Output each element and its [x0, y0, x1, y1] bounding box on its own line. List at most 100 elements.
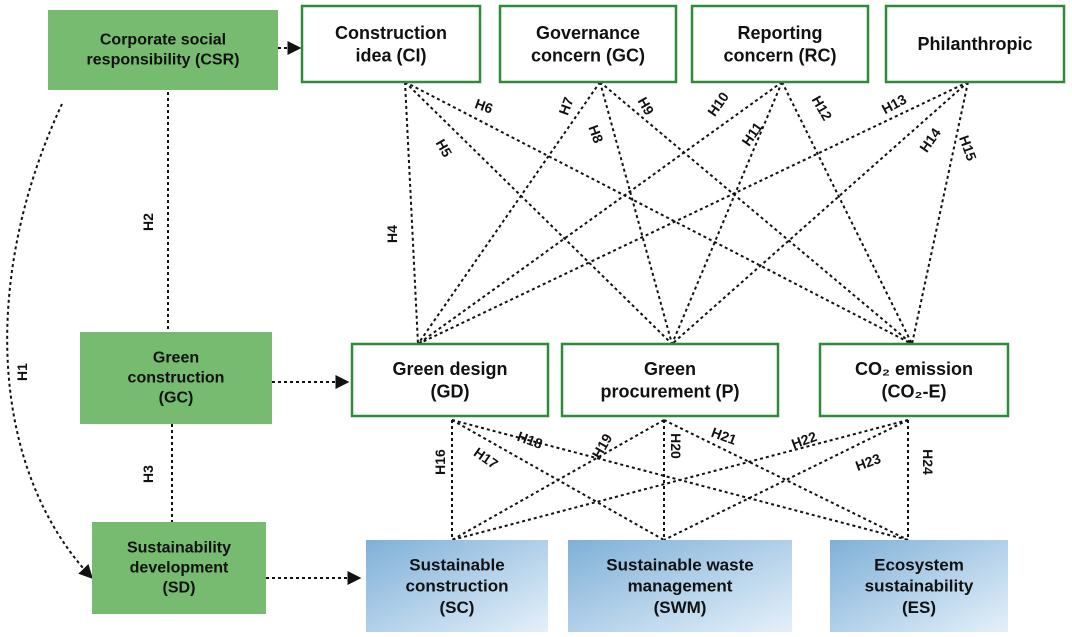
green-design-box-label-line: (GD) — [431, 381, 470, 401]
hypothesis-label-h19: H19 — [589, 431, 616, 461]
green-procurement-box-frame — [560, 342, 780, 418]
sustainable-waste-management-box-label-line: (SWM) — [654, 598, 707, 617]
hypothesis-label-h6: H6 — [473, 95, 495, 116]
ecosystem-sustainability-box: Ecosystem sustainability (ES) — [830, 540, 1008, 632]
co2-emission-box-frame — [818, 342, 1010, 418]
hypothesis-label-h2: H2 — [140, 213, 156, 231]
hypothesis-path-co2-swm — [663, 419, 909, 541]
hypothesis-label-h9: H9 — [635, 94, 658, 118]
sustainable-construction-box-label-line: (SC) — [440, 598, 475, 617]
hypothesis-label-h15: H15 — [956, 133, 980, 163]
hypothesis-label-h8: H8 — [585, 123, 606, 145]
green-construction-box-label-line: Green — [153, 350, 199, 367]
hypothesis-path-csr-sd — [6, 103, 93, 580]
sustainability-development-box-label-line: development — [130, 560, 229, 577]
hypothesis-path-rc-gd — [417, 81, 783, 345]
hypothesis-label-h16: H16 — [432, 449, 448, 475]
hypothesis-label-h23: H23 — [853, 450, 883, 474]
construction-idea-box-label-line: Construction — [335, 23, 447, 43]
sustainability-development-box-label-line: (SD) — [163, 580, 196, 597]
hypothesis-label-h10: H10 — [704, 89, 732, 119]
philanthropic-box-label-line: Philanthropic — [917, 34, 1032, 54]
hypothesis-label-h7: H7 — [555, 95, 576, 117]
hypothesis-label-h18: H18 — [515, 428, 545, 452]
hypothesis-path-ci-p — [404, 81, 673, 345]
hypothesis-path-rc-p — [671, 81, 783, 345]
sustainable-construction-box-label-line: Sustainable — [409, 555, 504, 574]
hypothesis-path-ci-co2 — [404, 81, 913, 345]
hypothesis-label-h1: H1 — [14, 363, 30, 381]
ecosystem-sustainability-box-label-line: Ecosystem — [874, 555, 964, 574]
construct-boxes: Corporate social responsibility (CSR) Gree… — [48, 4, 1066, 632]
sustainable-construction-box-label-line: construction — [406, 577, 509, 596]
hypothesis-path-p-es — [663, 419, 909, 541]
hypothesis-label-h20: H20 — [668, 433, 684, 459]
hypothesis-path-rc-co2 — [781, 81, 913, 345]
sustainable-waste-management-box: Sustainable waste management (SWM) — [568, 540, 792, 632]
hypothesis-label-h3: H3 — [140, 465, 156, 483]
reporting-concern-box-label-line: Reporting — [738, 23, 823, 43]
sustainability-development-box: Sustainability development (SD) — [92, 522, 266, 614]
hypothesis-path-co2-sc — [451, 419, 909, 541]
hypothesis-label-h13: H13 — [879, 91, 909, 117]
hypothesis-path-ph-p — [671, 81, 969, 345]
hypothesis-label-h4: H4 — [384, 225, 400, 243]
reporting-concern-box-frame — [690, 4, 870, 84]
hypothesis-path-gov-gd — [417, 81, 601, 345]
hypothesis-label-h12: H12 — [809, 93, 836, 123]
co2-emission-box: CO₂ emission(CO₂-E) — [818, 342, 1010, 418]
sustainability-development-box-frame — [92, 522, 266, 614]
green-procurement-box-label-line: procurement (P) — [600, 381, 739, 401]
csr-box-label-line: responsibility (CSR) — [87, 52, 240, 69]
csr-box-frame — [48, 10, 278, 90]
csr-box-label-line: Corporate social — [100, 32, 226, 49]
hypothesis-label-h17: H17 — [471, 444, 501, 472]
hypothesis-label-h11: H11 — [738, 119, 766, 149]
sustainable-waste-management-box-frame — [568, 540, 792, 632]
reporting-concern-box-label-line: concern (RC) — [723, 45, 836, 65]
green-construction-box: Green construction (GC) — [80, 332, 272, 424]
governance-concern-box-label-line: concern (GC) — [531, 45, 645, 65]
green-construction-box-label-line: construction — [128, 370, 225, 387]
hypothesis-path-p-sc — [451, 419, 665, 541]
hypothesis-path-ci-gd — [404, 81, 419, 345]
green-design-box: Green design(GD) — [350, 342, 550, 418]
sustainable-construction-box-frame — [366, 540, 548, 632]
csr-box: Corporate social responsibility (CSR) — [48, 10, 278, 90]
sustainable-waste-management-box-label-line: Sustainable waste — [606, 555, 753, 574]
construction-idea-box-label-line: idea (CI) — [355, 45, 426, 65]
green-construction-box-frame — [80, 332, 272, 424]
hypothesis-paths — [6, 81, 969, 580]
co2-emission-box-label-line: CO₂ emission — [855, 359, 973, 379]
hypothesis-label-h5: H5 — [433, 136, 456, 160]
sustainability-development-box-label-line: Sustainability — [127, 540, 231, 557]
hypothesis-path-gov-co2 — [599, 81, 913, 345]
governance-concern-box-frame — [498, 4, 678, 84]
hypothesis-label-h14: H14 — [916, 125, 944, 155]
green-construction-box-label-line: (GC) — [159, 390, 194, 407]
sustainable-construction-box: Sustainable construction (SC) — [366, 540, 548, 632]
green-procurement-box-label-line: Green — [644, 359, 696, 379]
philanthropic-box-frame — [884, 4, 1066, 84]
hypothesis-path-ph-gd — [417, 81, 969, 345]
sustainable-waste-management-box-label-line: management — [628, 577, 733, 596]
hypothesis-path-ph-co2 — [911, 81, 969, 345]
governance-concern-box-label-line: Governance — [536, 23, 640, 43]
direct-arrows — [266, 41, 362, 585]
ecosystem-sustainability-box-label-line: (ES) — [902, 598, 936, 617]
co2-emission-box-label-line: (CO₂-E) — [882, 381, 947, 401]
hypothesis-label-h22: H22 — [789, 428, 819, 452]
ecosystem-sustainability-box-label-line: sustainability — [865, 577, 974, 596]
hypothesis-label-h24: H24 — [920, 449, 936, 475]
construction-idea-box-frame — [300, 4, 482, 84]
green-design-box-label-line: Green design — [392, 359, 507, 379]
green-design-box-frame — [350, 342, 550, 418]
hypothesis-path-gov-p — [599, 81, 673, 345]
philanthropic-box: Philanthropic — [884, 4, 1066, 84]
ecosystem-sustainability-box-frame — [830, 540, 1008, 632]
